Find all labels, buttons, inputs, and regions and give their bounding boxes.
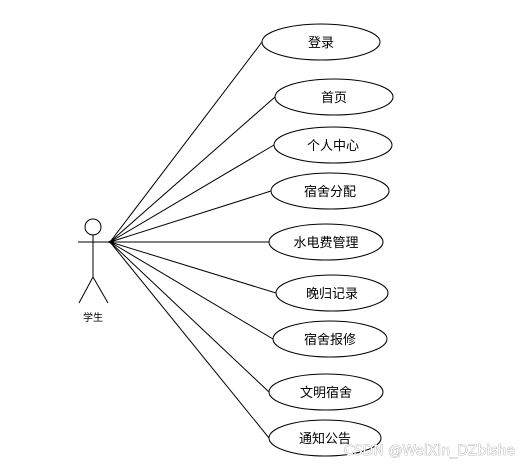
use-case: 首页 (274, 78, 394, 116)
use-case-oval (268, 223, 384, 261)
use-case-label: 水电费管理 (293, 236, 358, 251)
association-line (109, 41, 263, 243)
use-case-oval (261, 23, 381, 61)
actor-student: 学生 (78, 218, 110, 324)
use-case-oval (268, 373, 384, 411)
use-case-oval (272, 320, 388, 358)
actor-left-leg (78, 276, 94, 304)
use-case: 文明宿舍 (268, 373, 384, 411)
association-line (109, 241, 274, 340)
use-case: 通知公告 (268, 419, 382, 457)
use-case-label: 通知公告 (299, 431, 351, 447)
association-line (109, 190, 272, 243)
use-case: 晚归记录 (275, 274, 389, 312)
association-line (109, 241, 270, 439)
association-lines (107, 41, 277, 439)
actor-head (84, 218, 102, 236)
actor-right-leg (92, 276, 109, 304)
use-case: 个人中心 (273, 126, 393, 164)
association-line (109, 96, 276, 243)
use-case-oval (273, 126, 393, 164)
use-case: 宿舍分配 (270, 172, 390, 210)
use-case-label: 首页 (321, 91, 347, 106)
use-case-oval (275, 274, 389, 312)
actor-hub-marker (107, 239, 114, 245)
association-line (109, 144, 275, 243)
use-case-oval (270, 172, 390, 210)
use-case-label: 晚归记录 (306, 287, 358, 302)
association-line (109, 241, 270, 393)
use-case-label: 宿舍分配 (304, 184, 356, 200)
use-case-label: 个人中心 (307, 139, 359, 154)
use-case-oval (268, 419, 382, 457)
use-case-oval (274, 78, 394, 116)
actor-label: 学生 (83, 311, 103, 324)
use-case: 宿舍报修 (272, 320, 388, 358)
association-line (109, 241, 277, 294)
use-case-label: 文明宿舍 (300, 385, 352, 401)
use-case-label: 登录 (308, 36, 334, 51)
use-case: 登录 (261, 23, 381, 61)
watermark: CSDN @WeiXin_DZbishe (344, 443, 515, 459)
use-case-label: 宿舍报修 (304, 332, 356, 348)
use-case: 水电费管理 (268, 223, 384, 261)
